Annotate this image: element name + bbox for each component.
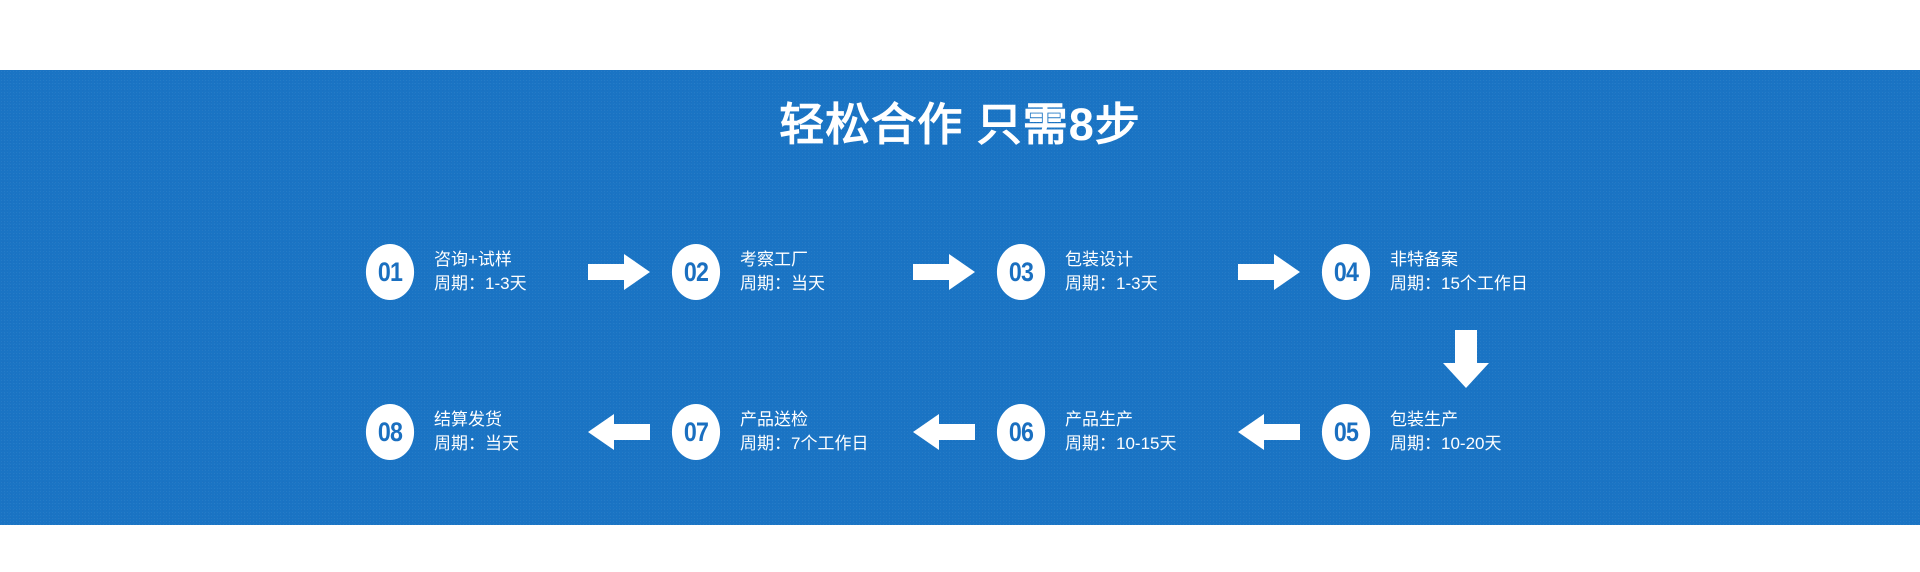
step-card-05[interactable]: 05 包装生产 周期：10-20天: [1318, 392, 1501, 472]
step-title-05: 包装生产: [1390, 409, 1458, 429]
steps-row-bottom: 08 结算发货 周期：当天 07 产品送检 周期：7个工作日 06 产品生产 周…: [0, 392, 1920, 472]
step-badge-08: 08: [362, 404, 418, 460]
step-card-02[interactable]: 02 考察工厂 周期：当天: [668, 232, 825, 312]
step-text-08: 结算发货 周期：当天: [434, 408, 519, 456]
step-badge-01: 01: [362, 244, 418, 300]
step-text-04: 非特备案 周期：15个工作日: [1390, 248, 1528, 296]
step-text-03: 包装设计 周期：1-3天: [1065, 248, 1158, 296]
step-text-01: 咨询+试样 周期：1-3天: [434, 248, 527, 296]
arrow-right-icon-03-to-04: [1238, 252, 1300, 292]
step-text-06: 产品生产 周期：10-15天: [1065, 408, 1176, 456]
step-number-01: 01: [365, 244, 415, 300]
step-card-04[interactable]: 04 非特备案 周期：15个工作日: [1318, 232, 1528, 312]
step-cycle-02: 周期：当天: [740, 274, 825, 293]
steps-row-top: 01 咨询+试样 周期：1-3天 02 考察工厂 周期：当天 03 包装设计 周…: [0, 232, 1920, 312]
step-card-06[interactable]: 06 产品生产 周期：10-15天: [993, 392, 1176, 472]
step-number-04: 04: [1321, 244, 1371, 300]
step-cycle-05: 周期：10-20天: [1390, 434, 1502, 453]
step-card-01[interactable]: 01 咨询+试样 周期：1-3天: [362, 232, 527, 312]
arrow-down-icon-04-to-05: [1438, 330, 1494, 388]
step-cycle-01: 周期：1-3天: [434, 274, 527, 293]
step-cycle-06: 周期：10-15天: [1065, 434, 1177, 453]
step-card-03[interactable]: 03 包装设计 周期：1-3天: [993, 232, 1158, 312]
step-number-03: 03: [996, 244, 1046, 300]
step-badge-05: 05: [1318, 404, 1374, 460]
step-number-02: 02: [671, 244, 721, 300]
step-number-07: 07: [671, 404, 721, 460]
step-title-03: 包装设计: [1065, 249, 1133, 269]
step-text-05: 包装生产 周期：10-20天: [1390, 408, 1501, 456]
step-badge-02: 02: [668, 244, 724, 300]
page-title: 轻松合作 只需8步: [779, 99, 1141, 150]
step-title-08: 结算发货: [434, 409, 502, 429]
step-title-07: 产品送检: [740, 409, 808, 429]
step-title-02: 考察工厂: [740, 249, 808, 269]
step-cycle-04: 周期：15个工作日: [1390, 274, 1528, 293]
step-badge-04: 04: [1318, 244, 1374, 300]
step-badge-03: 03: [993, 244, 1049, 300]
step-number-08: 08: [365, 404, 415, 460]
step-card-08[interactable]: 08 结算发货 周期：当天: [362, 392, 519, 472]
step-card-07[interactable]: 07 产品送检 周期：7个工作日: [668, 392, 868, 472]
step-cycle-08: 周期：当天: [434, 434, 519, 453]
step-title-01: 咨询+试样: [434, 249, 512, 269]
step-cycle-03: 周期：1-3天: [1065, 274, 1158, 293]
step-number-05: 05: [1321, 404, 1371, 460]
step-badge-06: 06: [993, 404, 1049, 460]
arrow-right-icon-02-to-03: [913, 252, 975, 292]
arrow-right-icon-01-to-02: [588, 252, 650, 292]
arrow-left-icon-05-to-06: [1238, 412, 1300, 452]
step-title-04: 非特备案: [1390, 249, 1458, 269]
step-text-02: 考察工厂 周期：当天: [740, 248, 825, 296]
step-number-06: 06: [996, 404, 1046, 460]
step-text-07: 产品送检 周期：7个工作日: [740, 408, 868, 456]
arrow-left-icon-06-to-07: [913, 412, 975, 452]
step-title-06: 产品生产: [1065, 409, 1133, 429]
arrow-left-icon-07-to-08: [588, 412, 650, 452]
process-banner-panel: [0, 70, 1920, 525]
step-badge-07: 07: [668, 404, 724, 460]
step-cycle-07: 周期：7个工作日: [740, 434, 869, 453]
